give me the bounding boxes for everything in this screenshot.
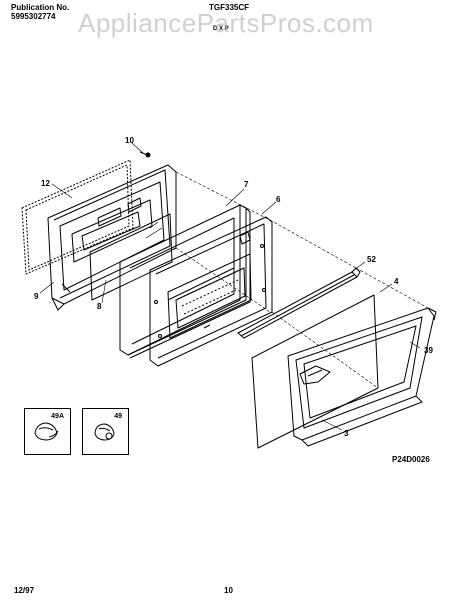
footer-date: 12/97 [14,586,35,595]
callout-7: 7 [244,180,249,189]
part-8-glass [89,213,173,301]
callout-4: 4 [394,277,399,286]
watermark: AppliancePartsPros.com [78,8,374,38]
inset-49-label: 49 [114,413,122,420]
knob-49-icon [94,423,115,441]
callout-6: 6 [276,195,281,204]
callout-52: 52 [367,255,376,264]
publication-number: 5995302774 [11,12,56,21]
part-12-gasket [21,159,134,275]
callout-39: 39 [424,346,433,355]
diagram-code: P24D0026 [392,455,430,464]
model-number: TGF335CF [209,3,250,12]
inset-49a: 49A [24,408,71,455]
leader-lines [39,142,429,431]
inset-49a-label: 49A [51,413,64,420]
inset-49: 49 [82,408,129,455]
section-code: D X P [213,26,229,32]
callout-9: 9 [34,292,39,301]
knob-49a-icon [34,422,59,441]
callout-3: 3 [344,429,349,438]
part-9-inner-door [47,164,177,311]
part-10-screw [139,151,151,158]
page-number: 10 [224,586,233,595]
callout-8: 8 [97,302,102,311]
part-4-glass [251,294,379,449]
publication-label: Publication No. [11,3,70,12]
callout-10: 10 [125,136,134,145]
callout-12: 12 [41,179,50,188]
part-3-frame [287,307,437,447]
